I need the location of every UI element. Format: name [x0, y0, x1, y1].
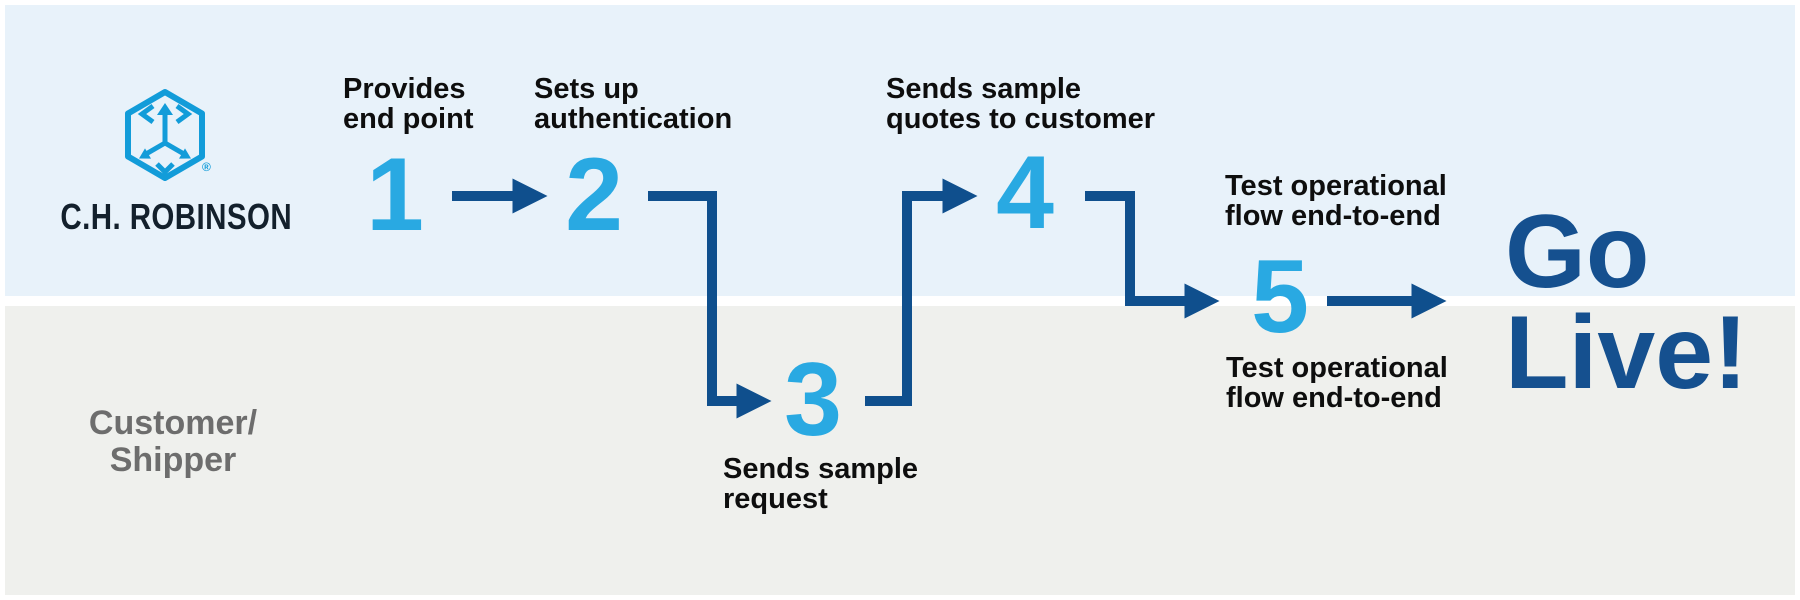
- step-label-3-line1: Sends sample: [723, 453, 919, 485]
- customer-label-line1: Customer/: [88, 404, 258, 442]
- step-label-2: Sets up authentication: [534, 74, 732, 134]
- chrobinson-logo-icon: [125, 89, 205, 181]
- step-label-5-top: Test operational flow end-to-end: [1225, 171, 1447, 231]
- step-label-5-bottom-line2: flow end-to-end: [1226, 382, 1442, 414]
- brand-name: C.H. ROBINSON: [60, 196, 293, 237]
- go-live-line1: Go: [1505, 194, 1650, 310]
- step-number-4: 4: [996, 135, 1054, 251]
- step-label-1: Provides end point: [343, 74, 473, 134]
- step-label-1-line2: end point: [343, 103, 474, 135]
- go-live-text: Go Live!: [1505, 194, 1748, 411]
- step-label-5-top-line2: flow end-to-end: [1225, 200, 1441, 232]
- step-number-2: 2: [565, 137, 623, 253]
- customer-label-line2: Shipper: [109, 441, 237, 479]
- step-label-2-line2: authentication: [534, 103, 733, 135]
- step-label-5-bottom: Test operational flow end-to-end: [1226, 353, 1448, 413]
- step-label-5-bottom-line1: Test operational: [1226, 352, 1448, 384]
- step-label-1-line1: Provides: [343, 73, 466, 105]
- step-number-3: 3: [784, 342, 842, 458]
- step-label-4-line2: quotes to customer: [886, 103, 1156, 135]
- step-number-1: 1: [366, 137, 424, 253]
- step-label-4-line1: Sends sample: [886, 73, 1082, 105]
- step-number-5: 5: [1251, 239, 1309, 355]
- step-label-2-line1: Sets up: [534, 73, 639, 105]
- step-label-3-line2: request: [723, 483, 828, 515]
- step-label-3: Sends sample request: [723, 454, 918, 514]
- lane-label-customer-shipper: Customer/ Shipper: [23, 405, 323, 479]
- registered-trademark: ®: [202, 160, 211, 174]
- step-label-4: Sends sample quotes to customer: [886, 74, 1155, 134]
- go-live-line2: Live!: [1505, 295, 1748, 411]
- step-label-5-top-line1: Test operational: [1225, 170, 1447, 202]
